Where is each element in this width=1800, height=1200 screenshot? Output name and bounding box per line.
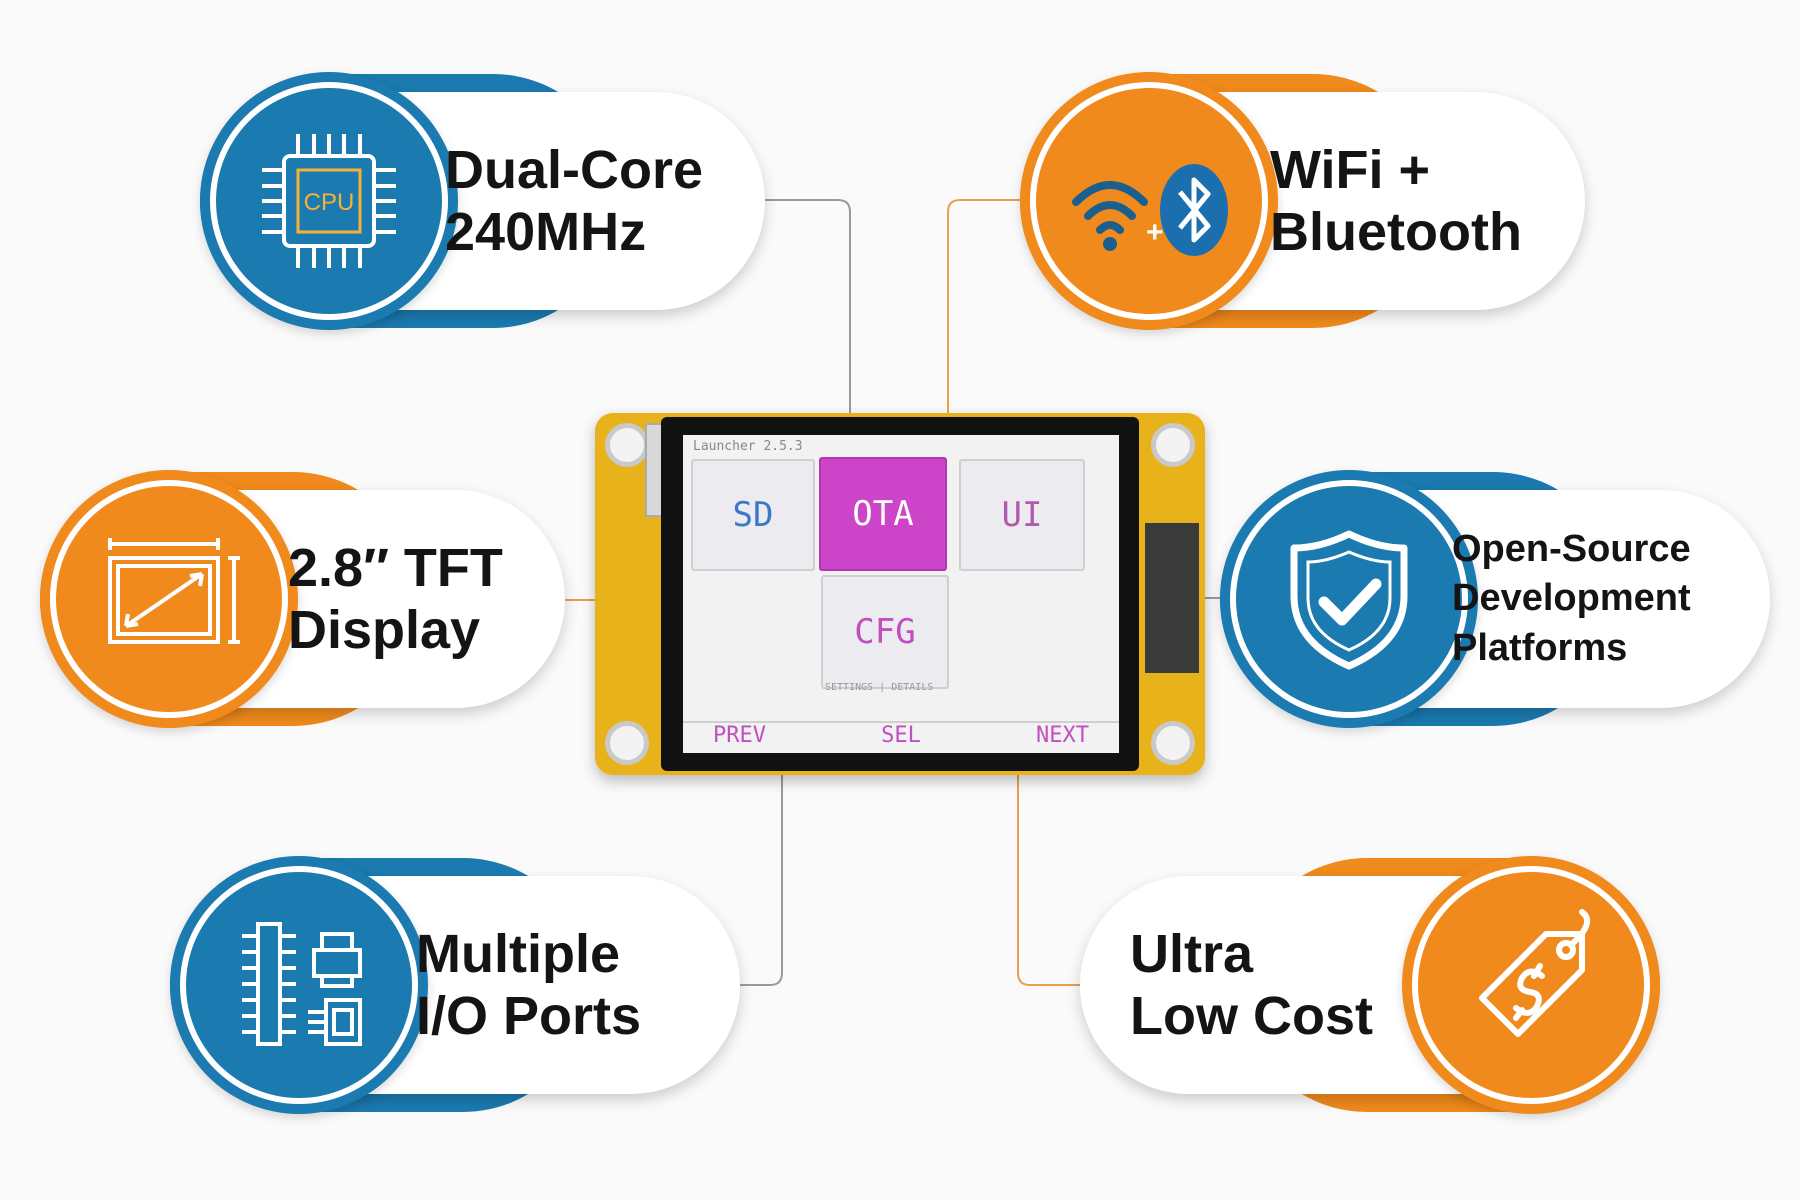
feature-cpu: CPU Dual-Core 240MHz (200, 72, 765, 330)
softkey-next[interactable]: NEXT (1036, 722, 1089, 748)
price-tag-icon (1479, 909, 1591, 1037)
feature-display-line2: Display (288, 600, 481, 660)
feature-display-label: 2.8″ TFT Display (288, 490, 503, 708)
tile-sd[interactable]: SD (691, 459, 815, 571)
display-size-icon (108, 538, 240, 644)
feature-opensource-label: Open-Source Development Platforms (1452, 490, 1691, 708)
feature-io-line2: I/O Ports (416, 986, 642, 1046)
feature-display: 2.8″ TFT Display (40, 470, 565, 728)
connector-io (740, 775, 783, 986)
feature-wireless-line2: Bluetooth (1270, 202, 1522, 262)
feature-opensource-line2: Development (1452, 577, 1691, 620)
feature-cost: Ultra Low Cost (1080, 856, 1660, 1114)
tile-sd-label: SD (732, 495, 774, 535)
softkey-bar: PREV SEL NEXT (683, 721, 1119, 748)
mount-hole-tr (1151, 423, 1195, 467)
feature-cost-line1: Ultra (1130, 923, 1254, 984)
feature-display-line1: 2.8″ TFT (288, 537, 503, 598)
cpu-chip-icon: CPU (262, 134, 396, 268)
feature-cost-badge (1402, 856, 1660, 1114)
tile-ota[interactable]: OTA (819, 457, 947, 571)
board-connector (1145, 523, 1199, 673)
feature-io-line1: Multiple (416, 923, 620, 984)
screen-title: Launcher 2.5.3 (693, 439, 803, 454)
tile-ota-label: OTA (852, 494, 914, 534)
feature-cpu-badge: CPU (200, 72, 458, 330)
connector-cost (1017, 775, 1080, 986)
esp32-display-board: Launcher 2.5.3 SD OTA UI CFG SETTINGS | … (595, 413, 1205, 775)
feature-wireless: + WiFi + Bluetooth (1020, 72, 1585, 330)
connector-wireless (947, 199, 1020, 413)
feature-io-badge (170, 856, 428, 1114)
feature-cpu-line2: 240MHz (445, 202, 647, 262)
mount-hole-tl (605, 423, 649, 467)
mount-hole-bl (605, 721, 649, 765)
svg-text:+: + (1146, 216, 1164, 249)
wifi-bluetooth-icon: + (1072, 164, 1228, 256)
softkey-prev[interactable]: PREV (713, 722, 766, 748)
tile-cfg-sub: SETTINGS | DETAILS (825, 682, 934, 693)
feature-display-badge (40, 470, 298, 728)
feature-wireless-label: WiFi + Bluetooth (1270, 92, 1522, 310)
feature-opensource-badge (1220, 470, 1478, 728)
io-ports-icon (242, 922, 362, 1046)
cpu-icon-text: CPU (304, 189, 355, 216)
tile-cfg-label: CFG (854, 612, 916, 652)
shield-check-icon (1290, 530, 1408, 670)
softkey-sel[interactable]: SEL (881, 722, 921, 748)
feature-cpu-line1: Dual-Core (445, 139, 704, 200)
feature-cost-line2: Low Cost (1130, 986, 1373, 1046)
connector-cpu (760, 199, 851, 413)
mount-hole-br (1151, 721, 1195, 765)
feature-opensource-line3: Platforms (1452, 626, 1628, 669)
tile-ui[interactable]: UI (959, 459, 1085, 571)
tile-cfg[interactable]: CFG SETTINGS | DETAILS (821, 575, 949, 693)
feature-io-label: Multiple I/O Ports (416, 876, 641, 1094)
tile-ui-label: UI (1001, 495, 1043, 535)
feature-opensource: Open-Source Development Platforms (1220, 470, 1770, 728)
feature-io: Multiple I/O Ports (170, 856, 740, 1114)
tft-screen: Launcher 2.5.3 SD OTA UI CFG SETTINGS | … (683, 435, 1119, 753)
feature-wireless-line1: WiFi + (1270, 139, 1431, 200)
feature-cpu-label: Dual-Core 240MHz (445, 92, 703, 310)
feature-wireless-badge: + (1020, 72, 1278, 330)
feature-cost-label: Ultra Low Cost (1130, 876, 1373, 1094)
feature-opensource-line1: Open-Source (1452, 527, 1691, 570)
